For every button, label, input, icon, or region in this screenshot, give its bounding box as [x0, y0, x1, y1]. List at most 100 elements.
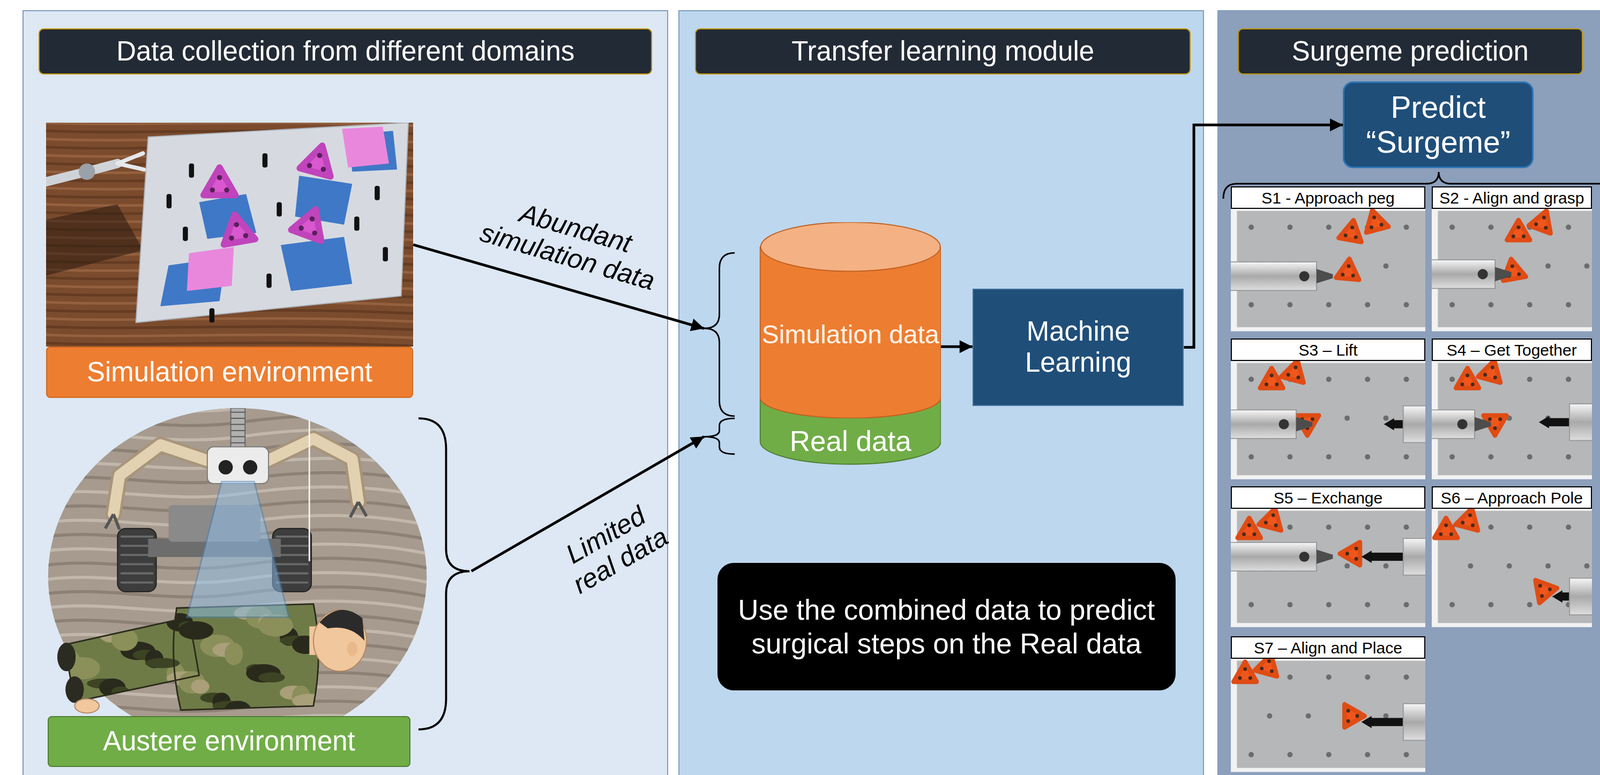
triangle-hole	[1490, 365, 1495, 370]
instrument-joint	[1477, 269, 1488, 280]
triangle-piece	[1344, 704, 1365, 728]
triangle-hole	[1353, 235, 1358, 240]
triangle-hole	[1470, 523, 1475, 528]
sand-waves	[46, 408, 435, 755]
triangle-hole	[1460, 521, 1465, 526]
triangle-piece	[1455, 509, 1478, 531]
peg	[1325, 454, 1332, 460]
surgeme-label: S7 – Align and Place	[1230, 636, 1426, 660]
peg	[188, 163, 194, 178]
triangle-hole	[1510, 264, 1515, 269]
triangle-hole	[320, 166, 326, 173]
instrument-cylinder	[1402, 406, 1426, 444]
peg	[1565, 302, 1572, 308]
dark-shaft	[1369, 718, 1406, 727]
instrument-joint	[1278, 419, 1289, 430]
peg	[354, 216, 360, 231]
tool-joint	[78, 163, 95, 180]
node-text: S7 – Align and Place	[1253, 639, 1403, 657]
peg	[1248, 602, 1254, 608]
surgeme-photo	[1230, 659, 1426, 773]
peg	[1403, 752, 1409, 758]
wood-floor	[46, 122, 414, 348]
instrument-jaw	[1295, 417, 1312, 432]
panel-title: Surgeme prediction	[1291, 35, 1529, 68]
surgeme-photo	[1431, 509, 1592, 628]
triangle-piece	[1338, 220, 1362, 243]
triangle-piece	[290, 209, 321, 241]
peg	[1545, 263, 1551, 269]
wood-grain	[46, 318, 414, 322]
surgeme-photo	[1431, 361, 1592, 480]
triangle-hole	[1468, 513, 1472, 518]
silver-instrument	[1431, 410, 1475, 439]
edge-label: Abundant simulation data	[457, 183, 685, 302]
edge-label-box: Abundant simulation data	[457, 183, 685, 302]
surgeme-photo	[1230, 208, 1426, 332]
node-text: Simulation environment	[86, 356, 373, 389]
peg	[1527, 302, 1533, 308]
tool-jaw	[117, 153, 145, 170]
peg-board	[1236, 661, 1426, 769]
post-ring	[230, 423, 245, 425]
surgeme-label: S5 – Exchange	[1230, 486, 1426, 510]
peg	[1527, 525, 1533, 531]
peg	[1449, 454, 1455, 460]
peg	[1344, 563, 1350, 570]
peg	[1248, 225, 1254, 231]
surgeme-tile: S7 – Align and Place	[1230, 636, 1426, 773]
peg	[208, 308, 215, 323]
peg	[1382, 563, 1389, 570]
triangle-hole	[1449, 532, 1454, 537]
instrument-cylinder	[1402, 538, 1426, 576]
panel: Transfer learning moduleSimulation dataR…	[678, 10, 1205, 775]
peg	[1565, 525, 1572, 531]
cylinder-text: Simulation data	[760, 271, 941, 399]
silver-instrument	[1230, 262, 1317, 291]
triangle-piece	[223, 214, 255, 245]
node-text: Machine Learning	[973, 316, 1184, 379]
peg	[1403, 302, 1409, 308]
peg	[1325, 525, 1332, 531]
instrument-cylinder	[1569, 404, 1592, 441]
peg	[1488, 525, 1494, 531]
wood-grain	[46, 342, 414, 347]
edge-label-box: Limited real data	[545, 491, 682, 605]
camo-spot	[178, 621, 214, 640]
triangle-hole	[1286, 372, 1290, 377]
camo-spot	[144, 600, 172, 615]
peg	[1325, 602, 1332, 608]
triangle-hole	[1516, 272, 1521, 277]
peg	[276, 202, 282, 217]
environment-label: Simulation environment	[46, 346, 414, 398]
post-ring	[230, 417, 245, 420]
triangle-hole	[1538, 584, 1543, 589]
triangle-hole	[1340, 273, 1345, 278]
group-brace	[704, 418, 735, 455]
peg	[1467, 563, 1474, 570]
triangle-piece	[1237, 518, 1261, 538]
peg	[1403, 376, 1409, 383]
triangle-hole	[1345, 552, 1350, 557]
surgeme-label: S1 - Approach peg	[1230, 186, 1426, 209]
panel-title: Transfer learning module	[791, 35, 1095, 68]
triangle-piece	[1254, 659, 1277, 677]
triangle-hole	[1252, 532, 1256, 537]
surgeme-tile: S2 - Align and grasp	[1431, 186, 1592, 332]
dark-shaft	[1546, 418, 1572, 427]
peg	[1488, 602, 1494, 608]
panel-header: Data collection from different domains	[38, 28, 653, 75]
wheel-tread	[275, 535, 309, 538]
dark-jaw	[1383, 418, 1394, 431]
peg	[166, 193, 172, 209]
connector-arrow	[471, 436, 705, 572]
triangle-hole	[1350, 226, 1355, 230]
triangle-hole	[1242, 532, 1246, 537]
surgeme-photo	[1230, 509, 1426, 628]
peg	[1488, 454, 1494, 460]
triangle-hole	[1498, 417, 1502, 422]
peg	[1287, 602, 1293, 608]
peg	[1382, 263, 1389, 269]
triangle-hole	[1379, 222, 1383, 227]
